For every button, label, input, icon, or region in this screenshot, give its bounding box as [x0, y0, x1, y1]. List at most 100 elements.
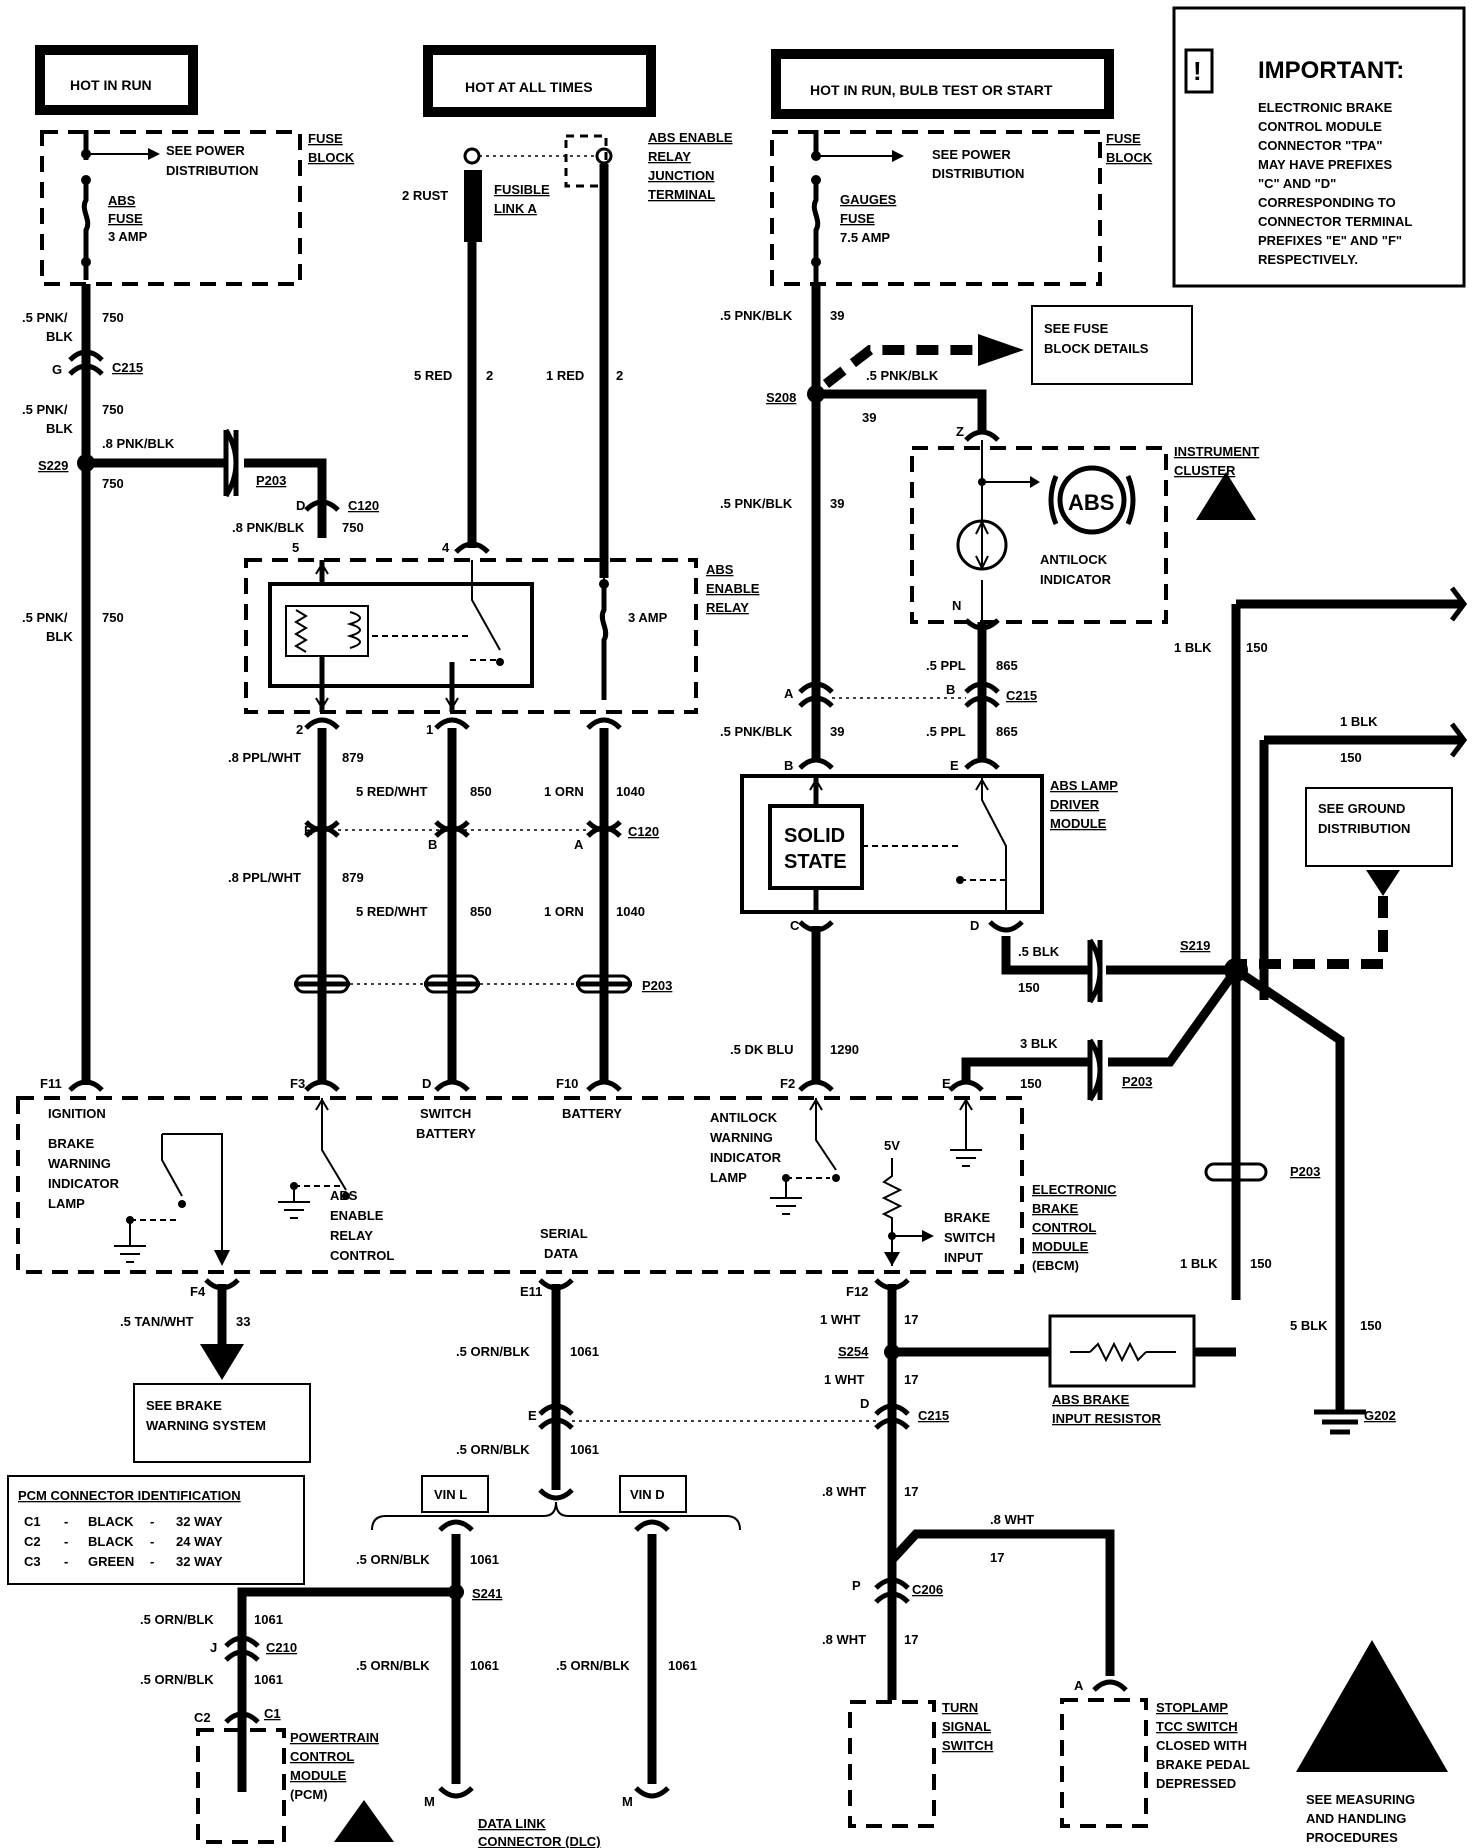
pcm-table-cell: - [150, 1534, 154, 1549]
svg-text:3 AMP: 3 AMP [108, 229, 148, 244]
svg-text:2: 2 [486, 368, 493, 383]
svg-text:5 RED/WHT: 5 RED/WHT [356, 784, 428, 799]
svg-text:LINK A: LINK A [494, 201, 537, 216]
svg-text:1 WHT: 1 WHT [820, 1312, 861, 1327]
pcm-table-cell: - [64, 1554, 68, 1569]
svg-text:ELECTRONIC: ELECTRONIC [1032, 1182, 1117, 1197]
svg-text:ABS BRAKE: ABS BRAKE [1052, 1392, 1130, 1407]
svg-text:RELAY: RELAY [648, 149, 691, 164]
svg-text:BLOCK: BLOCK [1106, 150, 1153, 165]
svg-text:1 BLK: 1 BLK [1174, 640, 1212, 655]
svg-text:C206: C206 [912, 1582, 943, 1597]
fuse-block-right [770, 130, 1102, 286]
esd-icon [334, 1800, 394, 1842]
svg-text:17: 17 [904, 1484, 918, 1499]
svg-text:G: G [52, 362, 62, 377]
pcm-table-cell: BLACK [88, 1534, 134, 1549]
svg-text:DISTRIBUTION: DISTRIBUTION [166, 163, 258, 178]
svg-text:.5 ORN/BLK: .5 ORN/BLK [140, 1672, 214, 1687]
svg-text:F10: F10 [556, 1076, 578, 1091]
svg-text:C215: C215 [1006, 688, 1037, 703]
svg-text:INSTRUMENT: INSTRUMENT [1174, 444, 1259, 459]
svg-text:HOT IN RUN: HOT IN RUN [70, 77, 152, 93]
svg-text:.5 PNK/BLK: .5 PNK/BLK [866, 368, 939, 383]
svg-text:.8 WHT: .8 WHT [822, 1632, 866, 1647]
svg-text:1 ORN: 1 ORN [544, 904, 584, 919]
svg-text:S219: S219 [1180, 938, 1210, 953]
svg-text:SEE GROUND: SEE GROUND [1318, 801, 1405, 816]
svg-text:DRIVER: DRIVER [1050, 797, 1100, 812]
svg-text:J: J [210, 1640, 217, 1655]
svg-text:DATA: DATA [544, 1246, 579, 1261]
svg-text:TCC SWITCH: TCC SWITCH [1156, 1719, 1238, 1734]
svg-text:17: 17 [904, 1372, 918, 1387]
svg-text:SWITCH: SWITCH [942, 1738, 993, 1753]
svg-text:C120: C120 [348, 498, 379, 513]
svg-text:A: A [574, 837, 584, 852]
svg-text:!: ! [1193, 56, 1202, 86]
svg-text:865: 865 [996, 724, 1018, 739]
svg-text:ABS LAMP: ABS LAMP [1050, 778, 1118, 793]
svg-text:2: 2 [616, 368, 623, 383]
svg-text:17: 17 [990, 1550, 1004, 1565]
svg-text:E: E [528, 1408, 537, 1423]
svg-text:.5 PNK/BLK: .5 PNK/BLK [720, 496, 793, 511]
svg-text:D: D [860, 1396, 869, 1411]
svg-text:5: 5 [292, 540, 299, 555]
svg-text:150: 150 [1018, 980, 1040, 995]
svg-text:.5 BLK: .5 BLK [1018, 944, 1060, 959]
svg-text:SWITCH: SWITCH [420, 1106, 471, 1121]
svg-text:BRAKE: BRAKE [1032, 1201, 1079, 1216]
svg-text:ENABLE: ENABLE [330, 1208, 384, 1223]
svg-text:850: 850 [470, 904, 492, 919]
svg-text:1290: 1290 [830, 1042, 859, 1057]
svg-text:ABS ENABLE: ABS ENABLE [648, 130, 733, 145]
esd-icon [1296, 1640, 1448, 1772]
svg-text:P203: P203 [1290, 1164, 1320, 1179]
svg-text:BLK: BLK [46, 329, 73, 344]
svg-text:.5 ORN/BLK: .5 ORN/BLK [556, 1658, 630, 1673]
svg-text:750: 750 [102, 610, 124, 625]
pcm-table-cell: 32 WAY [176, 1554, 223, 1569]
svg-text:1061: 1061 [470, 1552, 499, 1567]
svg-text:FUSIBLE: FUSIBLE [494, 182, 550, 197]
svg-text:A: A [784, 686, 794, 701]
svg-text:C1: C1 [264, 1706, 281, 1721]
svg-text:CONNECTOR "TPA": CONNECTOR "TPA" [1258, 138, 1383, 153]
svg-text:.5 DK BLU: .5 DK BLU [730, 1042, 794, 1057]
svg-text:879: 879 [342, 870, 364, 885]
svg-text:BLOCK: BLOCK [308, 150, 355, 165]
svg-text:865: 865 [996, 658, 1018, 673]
pcm-table-cell: C3 [24, 1554, 41, 1569]
svg-text:C: C [790, 918, 800, 933]
svg-text:5V: 5V [884, 1138, 900, 1153]
svg-text:1061: 1061 [254, 1672, 283, 1687]
svg-text:39: 39 [862, 410, 876, 425]
svg-text:JUNCTION: JUNCTION [648, 168, 714, 183]
svg-text:CONTROL MODULE: CONTROL MODULE [1258, 119, 1382, 134]
svg-text:CLOSED WITH: CLOSED WITH [1156, 1738, 1247, 1753]
svg-text:C2: C2 [194, 1710, 211, 1725]
svg-text:SIGNAL: SIGNAL [942, 1719, 991, 1734]
svg-text:MODULE: MODULE [1032, 1239, 1089, 1254]
svg-text:.5 ORN/BLK: .5 ORN/BLK [356, 1658, 430, 1673]
important-note: ! IMPORTANT: ELECTRONIC BRAKE CONTROL MO… [1172, 6, 1466, 288]
pcm-table-cell: - [64, 1514, 68, 1529]
pcm-table-cell: 24 WAY [176, 1534, 223, 1549]
svg-text:750: 750 [102, 402, 124, 417]
svg-text:"C" AND "D": "C" AND "D" [1258, 176, 1336, 191]
svg-text:IMPORTANT:: IMPORTANT: [1258, 57, 1404, 84]
svg-text:3 BLK: 3 BLK [1020, 1036, 1058, 1051]
svg-text:5 BLK: 5 BLK [1290, 1318, 1328, 1333]
svg-text:CONTROL: CONTROL [330, 1248, 394, 1263]
svg-text:.5 ORN/BLK: .5 ORN/BLK [356, 1552, 430, 1567]
svg-text:D: D [296, 498, 305, 513]
svg-text:INPUT: INPUT [944, 1250, 983, 1265]
svg-text:BATTERY: BATTERY [416, 1126, 476, 1141]
svg-text:BLK: BLK [46, 421, 73, 436]
svg-text:.5 PPL: .5 PPL [926, 658, 966, 673]
svg-text:150: 150 [1250, 1256, 1272, 1271]
svg-text:FUSE: FUSE [108, 211, 143, 226]
svg-text:39: 39 [830, 496, 844, 511]
svg-text:MODULE: MODULE [290, 1768, 347, 1783]
